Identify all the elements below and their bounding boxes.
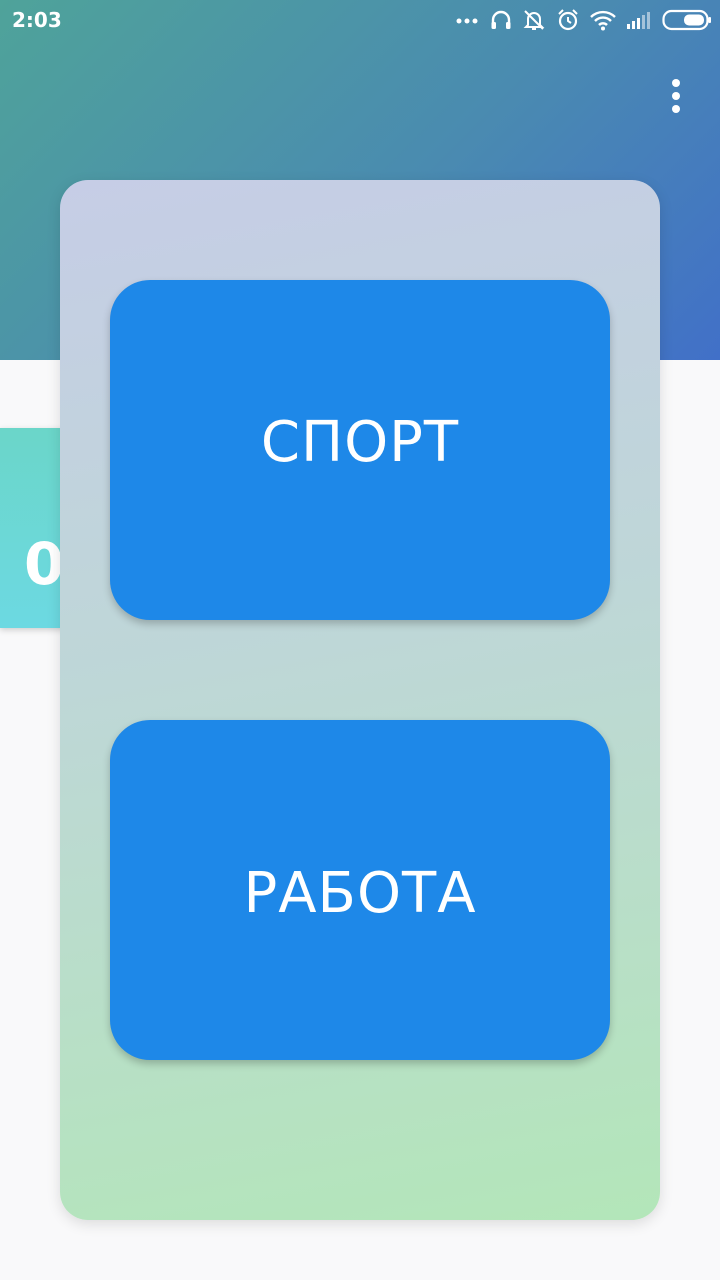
more-vert-icon-dot <box>672 79 680 87</box>
more-dots-icon <box>456 15 480 25</box>
status-icons <box>456 6 712 34</box>
sport-category-button[interactable]: СПОРТ <box>110 280 610 620</box>
headphones-icon <box>490 9 512 31</box>
sport-category-label: СПОРТ <box>260 409 460 475</box>
overflow-menu-button[interactable] <box>656 76 696 116</box>
battery-icon <box>662 9 712 31</box>
category-dialog: СПОРТ РАБОТА <box>60 180 660 1220</box>
notifications-off-icon <box>522 8 546 32</box>
status-bar: 2:03 <box>0 0 720 40</box>
work-category-label: РАБОТА <box>243 860 477 926</box>
more-vert-icon-dot <box>672 92 680 100</box>
background-stat-value: 0 <box>24 530 65 598</box>
wifi-icon <box>590 9 616 31</box>
more-vert-icon-dot <box>672 105 680 113</box>
work-category-button[interactable]: РАБОТА <box>110 720 610 1060</box>
status-time: 2:03 <box>12 8 62 32</box>
alarm-icon <box>556 8 580 32</box>
signal-icon <box>626 10 652 30</box>
